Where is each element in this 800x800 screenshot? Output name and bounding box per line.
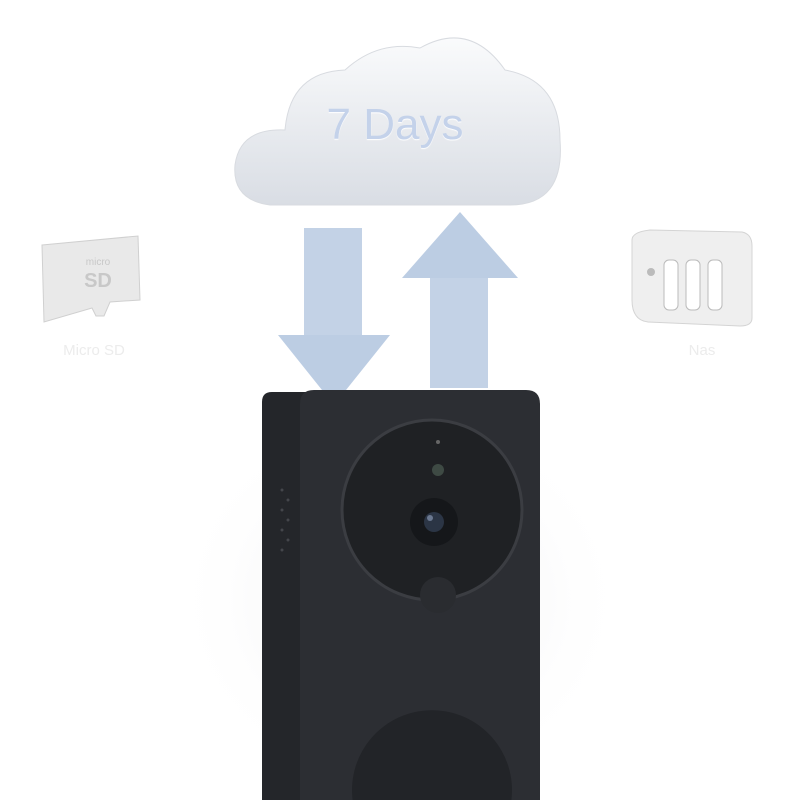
micro-sd-label: Micro SD bbox=[63, 342, 125, 359]
micro-sd-card-icon: micro SD bbox=[41, 235, 141, 323]
download-arrow-icon bbox=[278, 228, 390, 405]
nas-device-icon bbox=[631, 229, 753, 327]
nas-label: Nas bbox=[688, 342, 716, 359]
doorbell-button bbox=[352, 710, 512, 800]
upload-arrow-icon bbox=[402, 212, 518, 388]
doorbell-camera-device bbox=[262, 390, 540, 800]
cloud-storage-days: 7 Days bbox=[326, 100, 464, 149]
speaker-grille-icon bbox=[280, 488, 290, 552]
svg-text:micro: micro bbox=[86, 257, 111, 268]
cloud-icon bbox=[234, 37, 561, 206]
svg-text:SD: SD bbox=[84, 270, 112, 292]
